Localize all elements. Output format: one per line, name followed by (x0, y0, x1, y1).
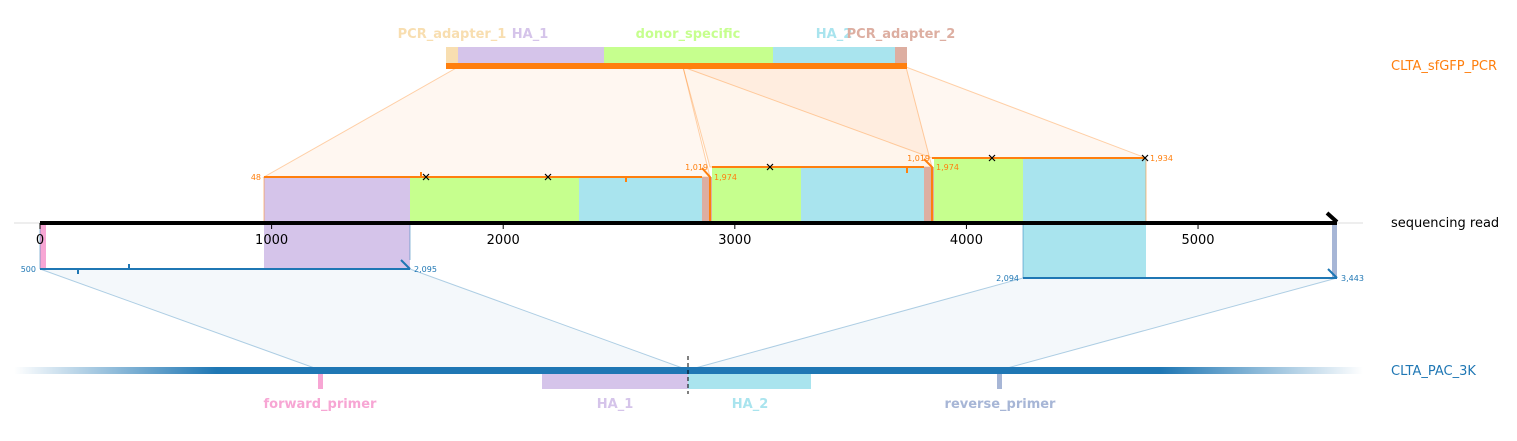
aln1-pcr-adapter-2 (702, 177, 712, 223)
top-reference-bar (446, 63, 907, 69)
ref-fan-1 (39, 268, 689, 371)
ref-aln1-forward-primer (40, 223, 46, 269)
top-label-pcr-adapter-2: PCR_adapter_2 (847, 27, 956, 42)
bottom-feature-ha-2 (688, 374, 811, 389)
top-label-ha-1: HA_1 (512, 27, 549, 42)
top-label-pcr-adapter-1: PCR_adapter_1 (398, 27, 507, 42)
read-axis-ticks: 0 1000 2000 3000 4000 5000 (36, 223, 1215, 248)
track-label-middle: sequencing read (1391, 216, 1499, 231)
top-reference-track: PCR_adapter_1 HA_1 donor_specific HA_2 P… (398, 27, 1497, 74)
sequencing-read-track: 0 1000 2000 3000 4000 5000 sequencing read (14, 211, 1499, 248)
mismatch-mark-5 (1141, 154, 1149, 162)
mismatch-mark-4 (988, 154, 996, 162)
ref-aln2-ha-2 (1023, 223, 1146, 278)
aln2-end-hook (923, 158, 933, 223)
bottom-feature-reverse-primer (997, 374, 1002, 389)
aln2-start-label: 1,019 (685, 163, 708, 172)
bottom-label-ha-2: HA_2 (732, 397, 769, 412)
aln3-donor-specific (934, 158, 1023, 223)
ref-aln2-hook (1327, 268, 1338, 279)
aln3-end-label: 1,934 (1150, 154, 1173, 163)
read-axis-tick-label: 5000 (1181, 233, 1214, 248)
read-axis-tick-label: 2000 (487, 233, 520, 248)
ref-aln1-end-label: 2,095 (414, 265, 437, 274)
ref-aln2-reverse-primer (1332, 223, 1337, 278)
aln1-ha-2 (579, 177, 702, 223)
bottom-label-ha-1: HA_1 (597, 397, 634, 412)
read-axis-tick-label: 0 (36, 233, 44, 248)
mismatch-marks (422, 154, 1149, 181)
aln1-end-hook (701, 167, 711, 223)
read-axis-tick-label: 4000 (950, 233, 983, 248)
mismatch-mark-2 (544, 173, 552, 181)
aln1-start-label: 48 (251, 173, 261, 182)
ref-connection-fans (39, 268, 1338, 371)
ref-alignment-blocks: 500 2,095 2,094 3,443 (21, 223, 1364, 283)
ref-aln1-hook (400, 259, 411, 270)
aln1-donor-specific (410, 177, 579, 223)
bottom-reference-track: forward_primer HA_1 HA_2 reverse_primer … (14, 356, 1476, 412)
read-axis-tick-label: 3000 (718, 233, 751, 248)
aln2-pcr-adapter-2 (924, 167, 934, 223)
top-feature-pcr-adapter-2 (895, 47, 907, 63)
bottom-feature-ha-1 (542, 374, 688, 389)
aln3-start-label: 1,019 (907, 154, 930, 163)
top-feature-ha-1 (458, 47, 604, 63)
pcr-fan-1 (262, 66, 711, 178)
bottom-label-forward-primer: forward_primer (264, 397, 378, 412)
mismatch-mark-3 (766, 163, 774, 171)
ref-aln2-end-label: 3,443 (1341, 274, 1364, 283)
aln2-ha-2 (801, 167, 924, 223)
top-feature-pcr-adapter-1 (446, 47, 458, 63)
aln2-donor-specific (712, 167, 801, 223)
read-arrow-head (1325, 211, 1339, 224)
bottom-label-reverse-primer: reverse_primer (945, 397, 1057, 412)
read-axis-tick-label: 1000 (255, 233, 288, 248)
aln1-end-label: 1,974 (714, 173, 737, 182)
top-label-ha-2: HA_2 (816, 27, 853, 42)
aln3-ha-2 (1023, 158, 1146, 223)
top-label-donor-specific: donor_specific (636, 27, 741, 42)
ref-aln1-start-label: 500 (21, 265, 36, 274)
pcr-connection-fans (262, 66, 1147, 178)
aln2-end-label: 1,974 (936, 163, 959, 172)
top-feature-donor-specific (604, 47, 773, 63)
track-label-top: CLTA_sfGFP_PCR (1391, 59, 1497, 74)
bottom-feature-forward-primer (318, 374, 323, 389)
mismatch-mark-1 (422, 173, 430, 181)
ref-fan-2 (687, 277, 1338, 371)
top-feature-ha-2 (773, 47, 895, 63)
track-label-bottom: CLTA_PAC_3K (1391, 364, 1476, 379)
ref-aln2-start-label: 2,094 (996, 274, 1019, 283)
